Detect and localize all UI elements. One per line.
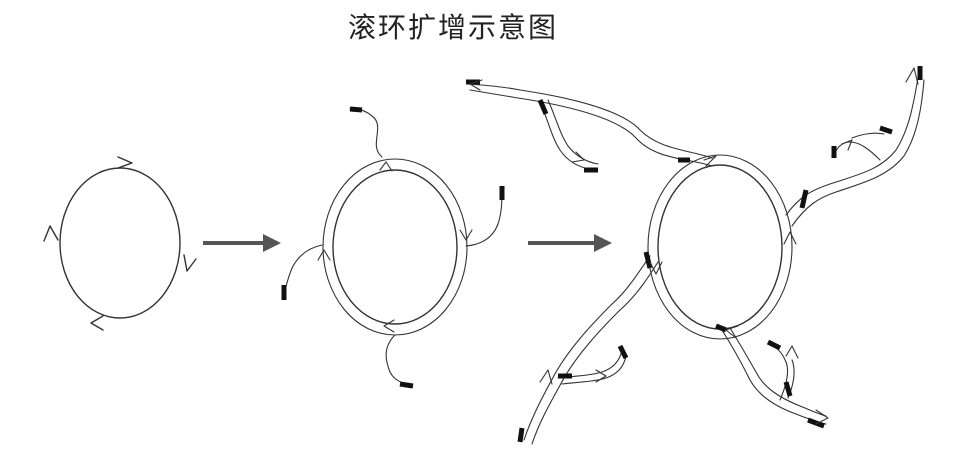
strand-arrowhead: [841, 139, 853, 151]
branch-strand: [767, 343, 789, 401]
primer-tip: [879, 125, 893, 135]
branch-strand: [469, 89, 713, 167]
template-circle: [332, 169, 458, 325]
primer-tip: [399, 381, 414, 389]
strand-arrowhead: [815, 409, 829, 425]
template-circle: [657, 164, 783, 330]
strand-arrowhead: [905, 67, 919, 85]
branch-strand: [729, 327, 827, 417]
strand-arrowhead: [317, 249, 331, 261]
primer-tip: [783, 381, 793, 397]
stage-primed-circle: [281, 106, 505, 389]
branch-strand: [791, 79, 925, 227]
strand-arrowhead: [725, 325, 739, 339]
direction-arrowhead: [183, 254, 197, 272]
circular-template-ring: [59, 167, 181, 319]
strand-arrowhead: [379, 161, 393, 172]
primer-tip: [617, 344, 629, 360]
primer-tip: [715, 323, 727, 333]
branch-strand: [851, 132, 885, 139]
primer-tip: [766, 339, 782, 351]
primer-strand: [465, 187, 503, 247]
strand-arrowhead: [785, 345, 799, 359]
primer-tip: [807, 417, 825, 429]
branch-strand: [531, 261, 659, 445]
branch-strand: [539, 101, 595, 171]
primer-tip: [537, 99, 549, 115]
direction-arrowhead: [43, 225, 59, 242]
primer-tip: [643, 251, 653, 269]
branch-strand: [785, 77, 919, 216]
branch-strand: [523, 255, 651, 441]
strand-arrowhead: [571, 151, 585, 163]
branch-strand: [561, 355, 627, 385]
strand-arrowhead: [383, 319, 395, 333]
strand-arrowhead: [649, 261, 663, 275]
primer-strand: [385, 334, 413, 385]
stage-circular-template: [43, 156, 197, 331]
stage-hyperbranched: [466, 66, 925, 445]
primer-strand: [349, 108, 383, 158]
direction-arrowhead: [90, 315, 104, 331]
primer-tip: [517, 427, 525, 443]
primer-strand: [283, 244, 323, 299]
strand-arrowhead: [539, 369, 553, 385]
strand-arrowhead: [469, 79, 483, 91]
diagram-title: 滚环扩增示意图: [347, 11, 558, 44]
primer-tip: [799, 189, 809, 209]
strand-arrowhead: [595, 369, 607, 383]
strand-arrowhead: [783, 231, 797, 245]
extending-strand: [647, 154, 793, 340]
direction-arrowhead: [117, 156, 133, 169]
branch-strand: [467, 83, 713, 159]
branch-strand: [547, 99, 599, 165]
primer-tip: [349, 106, 363, 113]
extending-strand: [322, 158, 468, 336]
strand-arrowhead: [703, 155, 717, 167]
branch-strand: [833, 141, 881, 161]
strand-arrowhead: [459, 229, 473, 241]
